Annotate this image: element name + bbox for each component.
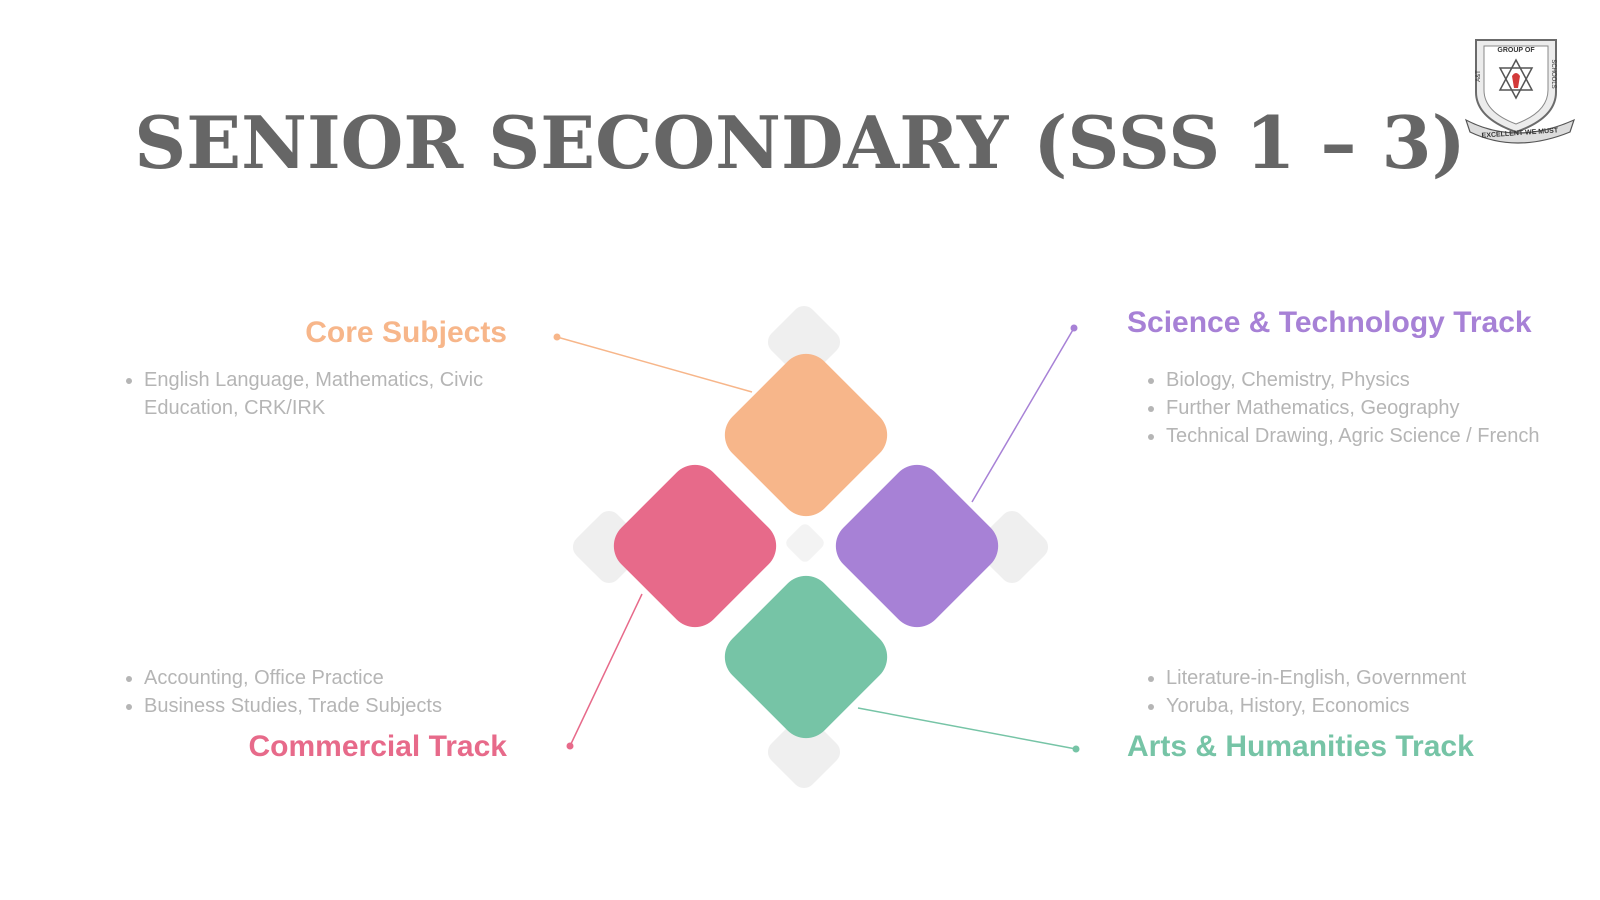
commercial-track-list: Accounting, Office Practice Business Stu… [124,664,504,720]
page-title: SENIOR SECONDARY (SSS 1 – 3) [134,100,1466,185]
list-item: English Language, Mathematics, Civic Edu… [126,366,504,422]
core-subjects-heading: Core Subjects [305,316,507,349]
arts-diamond [724,575,888,739]
bg-diamond-bottom [767,715,841,789]
list-item: Further Mathematics, Geography [1148,394,1566,422]
list-item: Technical Drawing, Agric Science / Frenc… [1148,422,1566,450]
bg-diamond-right [975,510,1049,584]
science-track-heading: Science & Technology Track [1127,306,1532,339]
commercial-track-heading: Commercial Track [248,730,507,763]
school-crest-logo: GROUP OF A&T SCHOOLS EXCELLENT WE MUST [1464,39,1576,144]
core-connector-line [556,336,753,393]
logo-right-text: SCHOOLS [1550,59,1556,88]
arts-connector-dot [1072,745,1080,753]
commercial-connector-line [569,593,643,747]
core-diamond [724,353,888,517]
science-connector-line [971,327,1075,503]
core-subjects-list: English Language, Mathematics, Civic Edu… [124,366,504,422]
arts-track-list: Literature-in-English, Government Yoruba… [1146,664,1566,720]
arts-connector-line [857,707,1077,750]
logo-top-text: GROUP OF [1497,47,1535,54]
commercial-diamond [613,464,777,628]
bg-diamond-center [786,524,824,562]
list-item: Accounting, Office Practice [126,664,504,692]
list-item: Biology, Chemistry, Physics [1148,366,1566,394]
logo-left-text: A&T [1476,70,1482,82]
list-item: Business Studies, Trade Subjects [126,692,504,720]
core-connector-dot [553,333,561,341]
list-item: Literature-in-English, Government [1148,664,1566,692]
science-diamond [835,464,999,628]
arts-track-heading: Arts & Humanities Track [1127,730,1474,763]
science-track-list: Biology, Chemistry, Physics Further Math… [1146,366,1566,450]
list-item: Yoruba, History, Economics [1148,692,1566,720]
commercial-connector-dot [566,742,574,750]
science-connector-dot [1070,324,1078,332]
